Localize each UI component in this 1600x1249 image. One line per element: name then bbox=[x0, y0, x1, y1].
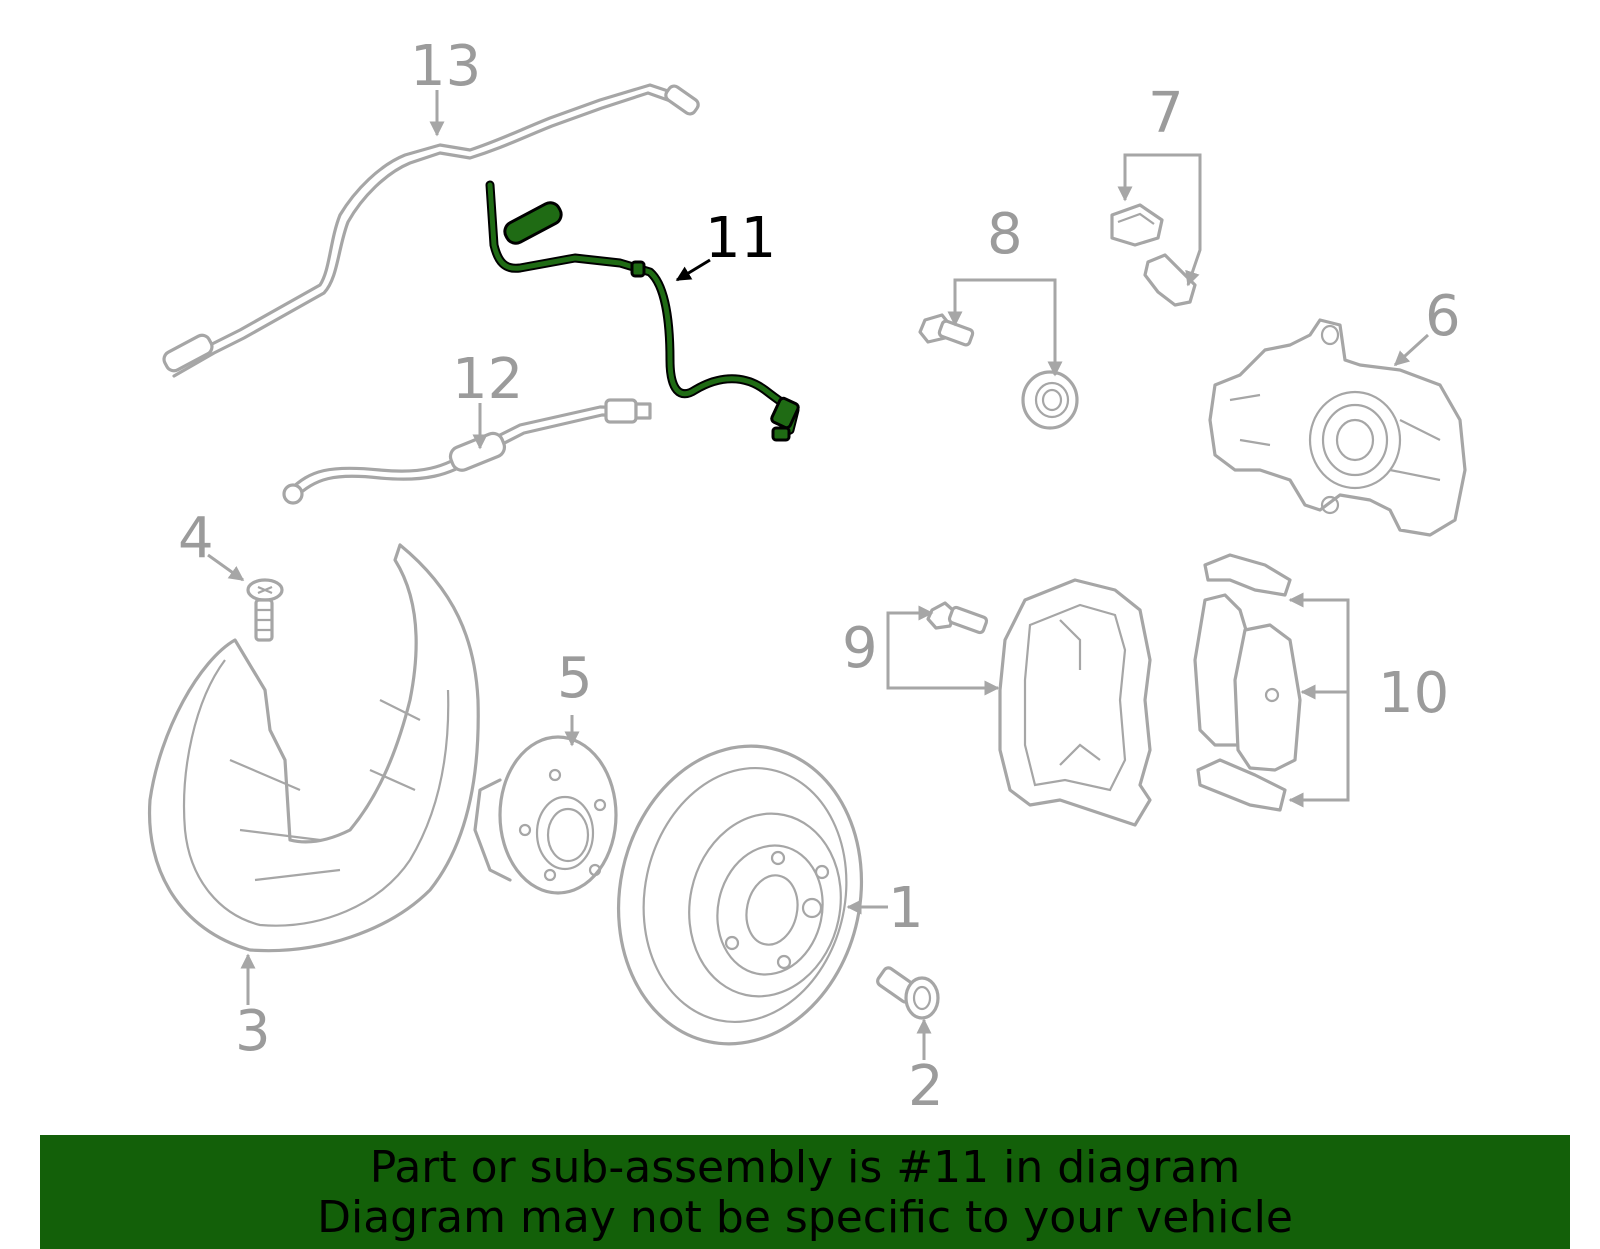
callout-6: 6 bbox=[1425, 284, 1461, 349]
callout-11: 11 bbox=[705, 206, 776, 271]
part-2-rotor-bolt[interactable] bbox=[876, 966, 940, 1020]
callout-5: 5 bbox=[557, 646, 593, 711]
part-9-caliper-bracket[interactable] bbox=[926, 578, 1152, 827]
callout-2: 2 bbox=[908, 1054, 944, 1119]
callout-8: 8 bbox=[987, 202, 1023, 267]
callout-13: 13 bbox=[410, 34, 481, 99]
info-banner: Part or sub-assembly is #11 in diagram D… bbox=[40, 1135, 1570, 1249]
callout-9: 9 bbox=[842, 616, 878, 681]
banner-line-part-number: Part or sub-assembly is #11 in diagram bbox=[369, 1142, 1241, 1193]
part-6-caliper-housing[interactable] bbox=[1208, 318, 1467, 537]
callout-4: 4 bbox=[178, 506, 214, 571]
callout-3: 3 bbox=[235, 999, 271, 1064]
callout-1: 1 bbox=[888, 876, 924, 941]
banner-line-disclaimer: Diagram may not be specific to your vehi… bbox=[317, 1192, 1293, 1243]
part-13-sensor-cable[interactable] bbox=[161, 83, 700, 378]
part-7-clips[interactable] bbox=[1110, 203, 1197, 307]
parts-diagram: 1 2 3 4 5 6 7 8 9 10 11 12 13 bbox=[147, 34, 1467, 1119]
part-11-brake-wear-sensor[interactable] bbox=[485, 180, 800, 442]
part-5-wheel-hub[interactable] bbox=[473, 735, 618, 895]
callout-10: 10 bbox=[1378, 661, 1449, 726]
callout-12: 12 bbox=[452, 347, 523, 412]
part-4-screw[interactable] bbox=[246, 578, 284, 642]
leader-lines bbox=[207, 90, 1430, 1060]
part-10-brake-pads[interactable] bbox=[1193, 553, 1302, 812]
part-8-guide-bolt-bushing[interactable] bbox=[918, 313, 1079, 430]
callout-7: 7 bbox=[1148, 81, 1184, 146]
part-1-brake-rotor[interactable] bbox=[591, 723, 888, 1066]
part-3-dust-shield[interactable] bbox=[147, 543, 480, 953]
part-12-brake-hose[interactable] bbox=[282, 398, 652, 505]
